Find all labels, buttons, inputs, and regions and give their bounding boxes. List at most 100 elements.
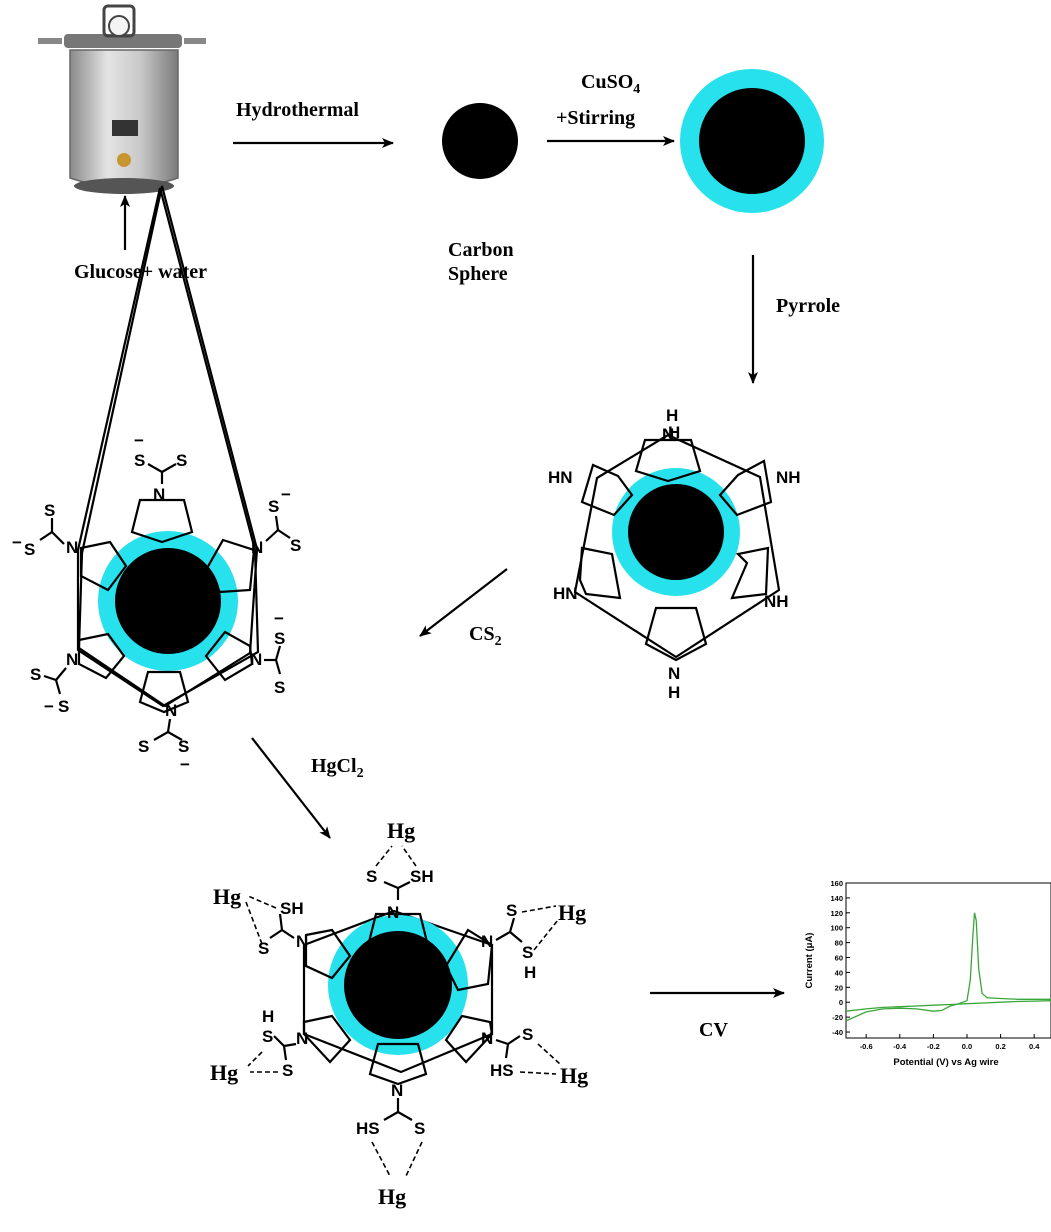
y-axis-label: Current (μA) xyxy=(804,933,815,989)
svg-text:−: − xyxy=(274,609,284,628)
label-cs2: CS2 xyxy=(469,623,502,649)
svg-text:H: H xyxy=(524,963,536,982)
svg-text:SH: SH xyxy=(280,899,304,918)
y-tick-label: -20 xyxy=(832,1013,843,1022)
arrow-cs2 xyxy=(419,568,508,637)
svg-text:S: S xyxy=(176,451,187,470)
svg-text:S: S xyxy=(134,451,145,470)
label-hgcl2: HgCl2 xyxy=(311,755,364,781)
svg-text:HS: HS xyxy=(356,1119,380,1138)
atom-n: N xyxy=(481,932,493,951)
svg-text:S: S xyxy=(366,867,377,886)
svg-text:S: S xyxy=(44,501,55,520)
svg-text:S: S xyxy=(506,901,517,920)
svg-text:−: − xyxy=(12,533,22,552)
label-stirring: +Stirring xyxy=(556,107,635,129)
x-tick-label: 0.2 xyxy=(995,1042,1005,1051)
svg-text:S: S xyxy=(262,1027,273,1046)
y-tick-label: 40 xyxy=(835,968,843,977)
atom-hg: Hg xyxy=(378,1184,406,1209)
y-tick-label: 20 xyxy=(835,983,843,992)
svg-text:S: S xyxy=(30,665,41,684)
atom-hg: Hg xyxy=(213,884,241,909)
atom-n: N xyxy=(668,664,680,683)
x-axis-label: Potential (V) vs Ag wire xyxy=(893,1057,998,1068)
svg-text:−: − xyxy=(281,485,291,504)
arrow-hgcl2 xyxy=(251,737,331,839)
atom-hg: Hg xyxy=(210,1060,238,1085)
carbon-sphere xyxy=(442,103,518,179)
dithiocarbamate-sphere: N S − S N S − S N S S − N S − S N S xyxy=(12,185,301,774)
svg-text:H: H xyxy=(262,1007,274,1026)
label-hydrothermal: Hydrothermal xyxy=(236,99,359,121)
cv-curve-1 xyxy=(845,912,1051,1022)
atom-h: H xyxy=(668,683,680,702)
label-carbon: Carbon xyxy=(448,239,514,261)
atom-hg: Hg xyxy=(558,900,586,925)
y-tick-label: 160 xyxy=(830,879,843,888)
y-tick-label: 100 xyxy=(830,924,843,933)
label-cv: CV xyxy=(699,1019,728,1041)
x-tick-label: -0.2 xyxy=(927,1042,940,1051)
atom-hg: Hg xyxy=(387,818,415,843)
atom-h: H xyxy=(666,406,678,425)
atom-n: N xyxy=(391,1081,403,1100)
polypyrrole-coated-sphere: H N H NH HN HN NH N H xyxy=(548,406,801,702)
y-tick-label: -40 xyxy=(832,1028,843,1037)
atom-hg: Hg xyxy=(560,1063,588,1088)
atom-hn: HN xyxy=(548,468,573,487)
atom-nh: NH xyxy=(764,592,789,611)
y-tick-label: 60 xyxy=(835,954,843,963)
svg-text:S: S xyxy=(268,497,279,516)
label-pyrrole: Pyrrole xyxy=(776,295,840,317)
svg-text:H: H xyxy=(668,423,680,442)
svg-text:S: S xyxy=(274,629,285,648)
svg-text:S: S xyxy=(414,1119,425,1138)
label-cuso4: CuSO4 xyxy=(581,71,640,97)
y-tick-label: 0 xyxy=(839,998,843,1007)
cv-series xyxy=(845,912,1051,1022)
plot-frame xyxy=(845,882,1051,1039)
x-tick-label: -0.4 xyxy=(893,1042,907,1051)
cv-curve-2 xyxy=(845,1000,1051,1012)
svg-text:S: S xyxy=(138,737,149,756)
atom-n: N xyxy=(387,903,399,922)
autoclave-illustration xyxy=(38,4,206,194)
svg-text:−: − xyxy=(180,755,190,774)
svg-text:SH: SH xyxy=(410,867,434,886)
svg-text:S: S xyxy=(58,697,69,716)
svg-text:S: S xyxy=(258,939,269,958)
coated-sphere-core xyxy=(699,88,805,194)
label-sphere: Sphere xyxy=(448,263,508,285)
svg-text:HS: HS xyxy=(490,1061,514,1080)
x-tick-label: -0.6 xyxy=(860,1042,873,1051)
y-tick-label: 80 xyxy=(835,939,843,948)
y-tick-label: 140 xyxy=(830,894,843,903)
atom-nh: NH xyxy=(776,468,801,487)
atom-n: N xyxy=(165,701,177,720)
atom-n: N xyxy=(250,650,262,669)
atom-n: N xyxy=(66,650,78,669)
svg-text:S: S xyxy=(24,540,35,559)
atom-n: N xyxy=(66,538,78,557)
svg-text:S: S xyxy=(274,678,285,697)
atom-n: N xyxy=(296,932,308,951)
svg-text:−: − xyxy=(134,431,144,450)
svg-text:S: S xyxy=(522,1025,533,1044)
svg-text:−: − xyxy=(44,697,54,716)
atom-hn: HN xyxy=(553,584,578,603)
svg-text:S: S xyxy=(290,536,301,555)
x-tick-label: 0.0 xyxy=(962,1042,972,1051)
hg-complexed-sphere: N S SH Hg N S S H Hg N SH S Hg N S xyxy=(210,818,588,1209)
atom-nh: N xyxy=(662,425,674,444)
svg-text:S: S xyxy=(522,943,533,962)
atom-n: N xyxy=(481,1029,493,1048)
atom-n: N xyxy=(296,1029,308,1048)
atom-n: N xyxy=(251,538,263,557)
atom-n: N xyxy=(153,485,165,504)
svg-text:S: S xyxy=(178,737,189,756)
